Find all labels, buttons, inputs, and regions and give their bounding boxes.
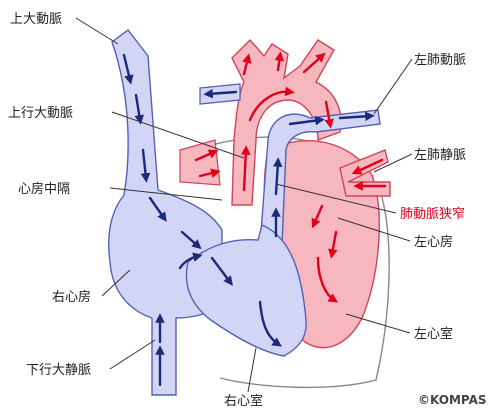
label-left-ventricle: 左心室 xyxy=(414,326,453,342)
pericardium-outline xyxy=(194,136,390,389)
right-pulmonary-vein-shape xyxy=(179,139,221,186)
right-ventricle-shape xyxy=(185,224,307,357)
arterial-flow-arrows xyxy=(194,51,387,303)
label-leader-lines xyxy=(75,17,413,393)
label-pulmonary-stenosis: 肺動脈狭窄 xyxy=(400,206,465,222)
label-inferior-vena-cava: 下行大静脈 xyxy=(26,363,91,378)
label-right-atrium: 右心房 xyxy=(52,289,91,305)
label-left-pulmonary-artery: 左肺動脈 xyxy=(414,53,466,68)
label-left-pulmonary-vein: 左肺静脈 xyxy=(414,148,466,163)
label-right-ventricle: 右心室 xyxy=(224,393,263,409)
label-left-atrium: 左心房 xyxy=(414,234,453,250)
label-aorta-top: 上大動脈 xyxy=(10,12,62,27)
label-ascending-aorta: 上行大動脈 xyxy=(8,106,73,121)
aortic-arch-shape xyxy=(231,38,342,206)
label-atrial-septum: 心房中隔 xyxy=(18,181,70,197)
venous-flow-arrows xyxy=(122,53,375,387)
credit-text: ©KOMPAS xyxy=(418,393,487,407)
right-atrium-shape xyxy=(108,29,223,396)
